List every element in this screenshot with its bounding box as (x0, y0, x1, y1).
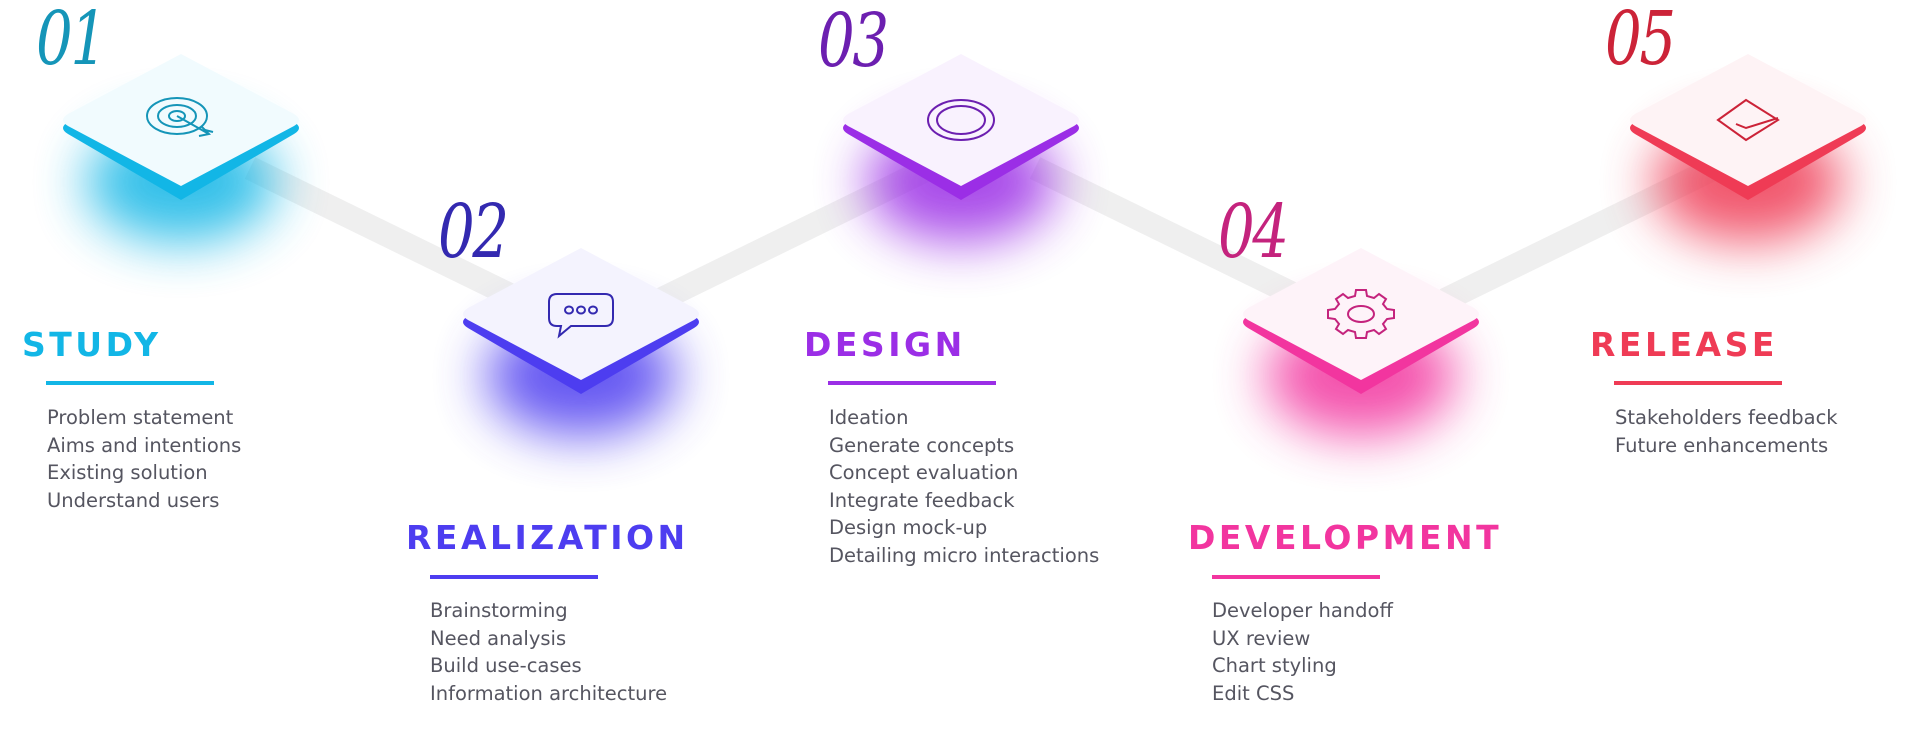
step-number: 04 (1218, 189, 1289, 275)
list-item: Edit CSS (1212, 681, 1295, 705)
target-icon (146, 97, 214, 137)
list-item: Chart styling (1212, 654, 1337, 677)
list-item: Ideation (829, 406, 909, 429)
title-underline (46, 381, 214, 385)
title-underline (1614, 381, 1782, 385)
release-check-icon (1716, 98, 1780, 142)
list-item: Stakeholders feedback (1615, 406, 1838, 429)
step-items: Developer handoff UX review Chart stylin… (1212, 597, 1393, 707)
connector-1-2 (244, 157, 526, 311)
title-underline (828, 381, 996, 385)
step-title: DEVELOPMENT (1188, 518, 1503, 557)
gear-icon (1327, 289, 1395, 339)
connector-3-4 (1029, 157, 1311, 311)
step-items: Brainstorming Need analysis Build use-ca… (430, 597, 667, 707)
step-tile (458, 246, 704, 436)
step-tile (1238, 246, 1484, 436)
list-item: Concept evaluation (829, 461, 1019, 484)
concentric-circle-icon (927, 99, 995, 141)
list-item: Future enhancements (1615, 433, 1829, 457)
step-title: DESIGN (804, 325, 966, 364)
list-item: Integrate feedback (829, 488, 1015, 512)
step-title: STUDY (22, 325, 162, 364)
step-tile (1625, 52, 1871, 242)
list-item: Aims and intentions (47, 433, 242, 457)
step-items: Ideation Generate concepts Concept evalu… (829, 404, 1099, 569)
step-items: Problem statement Aims and intentions Ex… (47, 404, 241, 514)
step-number: 02 (438, 189, 509, 275)
step-tile (838, 52, 1084, 242)
step-number: 05 (1605, 0, 1676, 82)
list-item: Build use-cases (430, 654, 582, 677)
title-underline (1212, 575, 1380, 579)
chat-bubble-icon (548, 293, 614, 339)
step-items: Stakeholders feedback Future enhancement… (1615, 404, 1838, 459)
list-item: Information architecture (430, 681, 668, 705)
list-item: Detailing micro interactions (829, 543, 1100, 567)
list-item: Understand users (47, 488, 220, 512)
list-item: Existing solution (47, 461, 208, 484)
list-item: Brainstorming (430, 599, 568, 622)
list-item: Problem statement (47, 406, 234, 429)
step-number: 03 (818, 0, 889, 84)
list-item: Need analysis (430, 626, 567, 650)
step-number: 01 (36, 0, 107, 82)
list-item: Developer handoff (1212, 599, 1393, 622)
title-underline (430, 575, 598, 579)
list-item: Generate concepts (829, 433, 1015, 457)
list-item: Design mock-up (829, 516, 988, 539)
list-item: UX review (1212, 626, 1311, 650)
step-tile (58, 52, 304, 242)
step-title: REALIZATION (406, 518, 689, 557)
step-title: RELEASE (1590, 325, 1778, 364)
